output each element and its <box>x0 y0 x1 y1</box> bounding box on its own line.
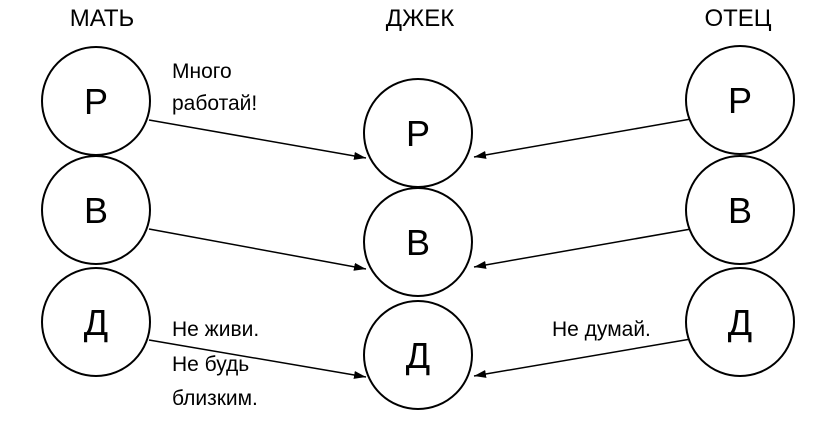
father-parent-state: Р <box>685 45 795 155</box>
header-father: ОТЕЦ <box>704 5 771 32</box>
father-child-state: Д <box>685 267 795 377</box>
header-mother: МАТЬ <box>70 5 135 32</box>
state-letter: Д <box>406 335 430 376</box>
message-mother-child-line2: Не будь <box>172 353 249 376</box>
message-father-child: Не думай. <box>552 318 651 341</box>
message-mother-child-line3: близким. <box>172 387 258 410</box>
header-jack: ДЖЕК <box>386 5 454 32</box>
arrow-mother-parent-to-jack-parent <box>148 119 367 160</box>
arrow-mother-adult-to-jack-adult <box>148 228 367 271</box>
state-letter: Р <box>728 80 752 121</box>
state-letter: Д <box>84 302 108 343</box>
mother-adult-state: В <box>41 155 151 265</box>
message-mother-parent-line2: работай! <box>172 92 257 115</box>
arrow-father-child-to-jack-child <box>473 338 692 378</box>
state-letter: Д <box>728 302 752 343</box>
mother-child-state: Д <box>41 267 151 377</box>
arrow-mother-child-to-jack-child <box>148 339 367 379</box>
state-letter: Р <box>406 113 430 154</box>
message-mother-parent-line1: Много <box>172 60 232 83</box>
state-letter: В <box>84 190 108 231</box>
mother-parent-state: Р <box>41 46 151 156</box>
state-letter: Р <box>84 81 108 122</box>
arrow-father-adult-to-jack-adult <box>473 228 692 269</box>
jack-adult-state: В <box>363 187 473 297</box>
arrow-father-parent-to-jack-parent <box>473 118 692 159</box>
jack-child-state: Д <box>363 300 473 410</box>
jack-parent-state: Р <box>363 78 473 188</box>
message-mother-child-line1: Не живи. <box>172 318 259 341</box>
father-adult-state: В <box>685 155 795 265</box>
state-letter: В <box>728 190 752 231</box>
state-letter: В <box>406 222 430 263</box>
